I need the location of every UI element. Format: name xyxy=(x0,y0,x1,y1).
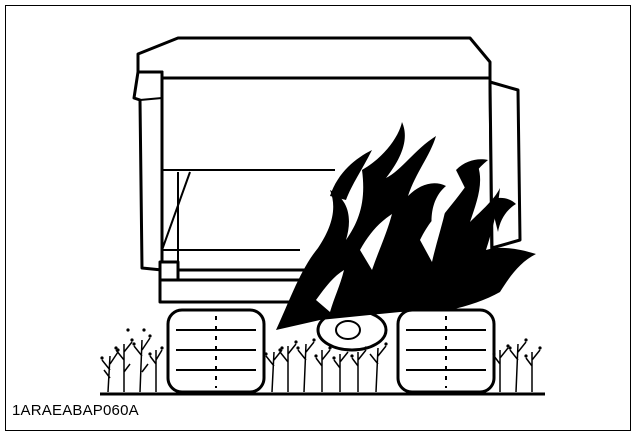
crop-plants-right xyxy=(493,341,541,393)
crop-heads-right xyxy=(492,338,542,358)
crop-heads-middle xyxy=(264,338,388,360)
figure-code: 1ARAEABAP060A xyxy=(12,402,139,419)
crop-plants-left xyxy=(101,337,163,393)
lower-frame xyxy=(158,278,302,304)
right-side-panel xyxy=(488,80,522,250)
crop-heads-left xyxy=(100,328,164,360)
grain-tank-top xyxy=(136,36,492,80)
hopper-slope xyxy=(161,171,191,251)
cab-left-panel xyxy=(132,70,164,272)
crop-plants-middle xyxy=(265,341,387,393)
